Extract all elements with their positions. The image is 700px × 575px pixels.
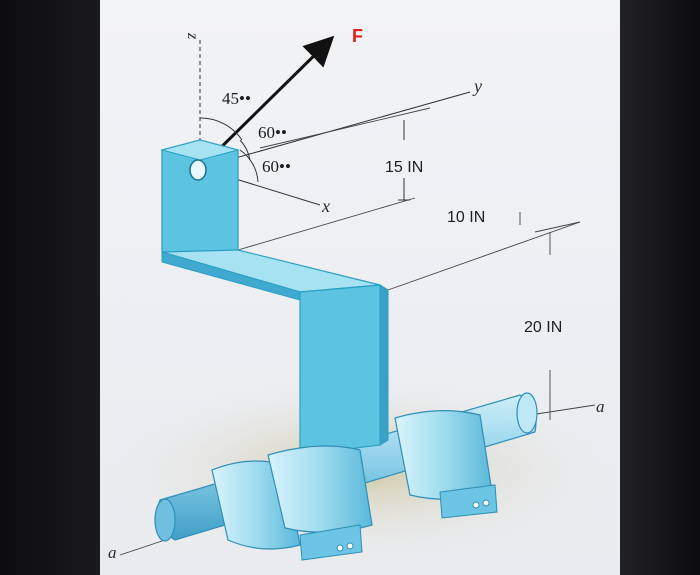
a-axis-left-label: a [108, 543, 117, 562]
screen-bezel-left [0, 0, 100, 575]
strap-foot-bolt-right-a [472, 501, 480, 509]
bracket-lower-plate [299, 284, 381, 456]
strap-foot-center [299, 524, 363, 561]
strap-foot-bolt-center-b [346, 542, 354, 550]
a-axis-right-label: a [596, 397, 605, 416]
a-axis-right-line [529, 404, 596, 416]
pipe-end-right [516, 392, 538, 434]
bracket-hole [189, 159, 207, 181]
strap-foot-bolt-center-a [336, 544, 344, 552]
pipe-strap-right [394, 410, 493, 500]
pipe-end-left [154, 498, 176, 542]
strap-foot-right [439, 484, 498, 519]
angle-arc-60-lower [239, 149, 259, 183]
projection-line-mid [237, 197, 416, 251]
dim-15in-label: 15 IN [385, 159, 423, 176]
projection-line-upper [259, 107, 431, 149]
bracket-lower-side [379, 284, 389, 446]
angle-45-label: 45•• [222, 89, 251, 108]
angle-60-upper-label: 60•• [258, 123, 287, 142]
x-axis-label: x [321, 196, 330, 216]
dim-10in-label: 10 IN [447, 209, 485, 226]
angle-60-lower-label: 60•• [262, 157, 291, 176]
bracket-upper-top-edge [160, 139, 240, 161]
z-axis-label: z [184, 32, 201, 40]
pipe-strap-center [267, 445, 373, 533]
dim-20in-label: 20 IN [524, 319, 562, 336]
screen-bezel-right [620, 0, 700, 575]
projection-line-lower [387, 221, 581, 291]
force-label: F [352, 26, 363, 46]
angle-arc-45 [199, 117, 243, 141]
projection-line-10in [534, 221, 581, 233]
y-axis-label: y [472, 76, 482, 96]
a-axis-left-line [119, 539, 166, 556]
strap-foot-bolt-right-b [482, 499, 490, 507]
